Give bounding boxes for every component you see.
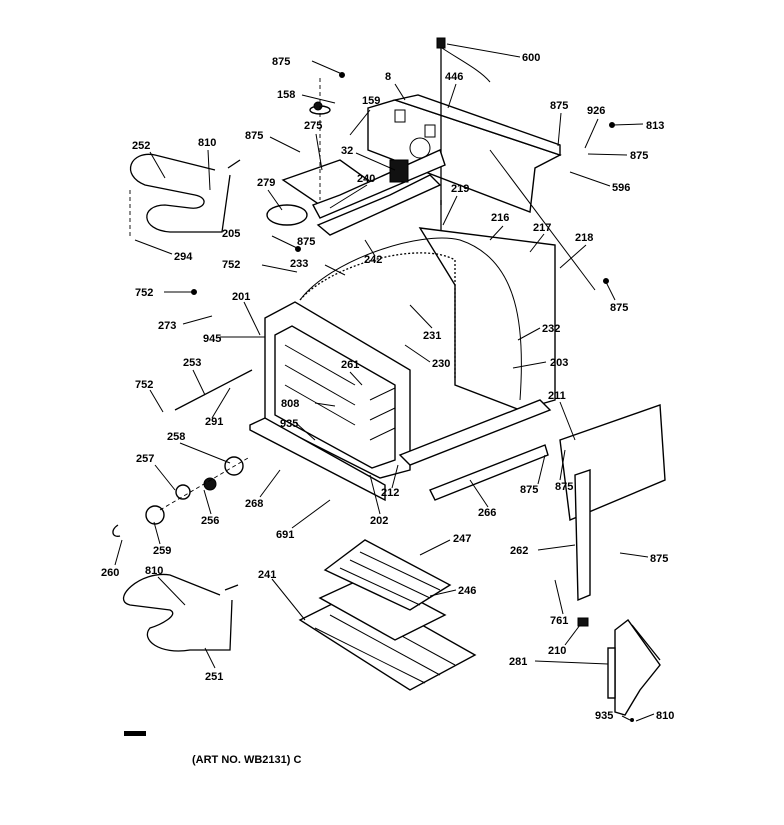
callout-label: 216 bbox=[491, 212, 509, 224]
callout-label: 875 bbox=[630, 150, 648, 162]
callout-label: 159 bbox=[362, 95, 380, 107]
callout-label: 219 bbox=[451, 183, 469, 195]
callout-label: 813 bbox=[646, 120, 664, 132]
broil-element bbox=[129, 153, 241, 238]
callout-label: 875 bbox=[520, 484, 538, 496]
callout-label: 875 bbox=[650, 553, 668, 565]
callout-label: 202 bbox=[370, 515, 388, 527]
callout-label: 875 bbox=[245, 130, 263, 142]
callout-label: 600 bbox=[522, 52, 540, 64]
callout-label: 230 bbox=[432, 358, 450, 370]
callout-label: 875 bbox=[297, 236, 315, 248]
callout-label: 752 bbox=[135, 379, 153, 391]
callout-label: 257 bbox=[136, 453, 154, 465]
callout-label: 201 bbox=[232, 291, 250, 303]
callout-label: 259 bbox=[153, 545, 171, 557]
callout-label: 32 bbox=[341, 145, 353, 157]
callout-label: 231 bbox=[423, 330, 441, 342]
callout-label: 291 bbox=[205, 416, 223, 428]
callout-label: 945 bbox=[203, 333, 221, 345]
callout-label: 205 bbox=[222, 228, 240, 240]
callout-label: 256 bbox=[201, 515, 219, 527]
callout-label: 810 bbox=[656, 710, 674, 722]
callout-label: 252 bbox=[132, 140, 150, 152]
callout-label: 935 bbox=[280, 418, 298, 430]
callout-label: 260 bbox=[101, 567, 119, 579]
callout-label: 294 bbox=[174, 251, 193, 263]
callout-label: 233 bbox=[290, 258, 308, 270]
callout-label: 258 bbox=[167, 431, 185, 443]
callout-label: 279 bbox=[257, 177, 275, 189]
callout-label: 261 bbox=[341, 359, 359, 371]
callout-label: 752 bbox=[222, 259, 240, 271]
callout-label: 158 bbox=[277, 89, 295, 101]
callout-label: 266 bbox=[478, 507, 496, 519]
side-panels bbox=[429, 149, 666, 602]
callout-label: 212 bbox=[381, 487, 399, 499]
callout-label: 210 bbox=[548, 645, 566, 657]
callout-label: 211 bbox=[548, 390, 566, 402]
callout-labels: 875 600 8 446 158 159 875 926 813 875 27… bbox=[101, 52, 674, 766]
callout-label: 761 bbox=[550, 615, 568, 627]
callout-label: 810 bbox=[198, 137, 216, 149]
callout-label: 232 bbox=[542, 323, 560, 335]
callout-label: 596 bbox=[612, 182, 630, 194]
callout-label: 875 bbox=[610, 302, 628, 314]
callout-label: 241 bbox=[258, 569, 276, 581]
broiler-pan-and-rack bbox=[298, 539, 477, 691]
callout-label: 273 bbox=[158, 320, 176, 332]
callout-label: 203 bbox=[550, 357, 568, 369]
callout-label: 251 bbox=[205, 671, 223, 683]
bake-element bbox=[122, 573, 239, 652]
callout-label: 926 bbox=[587, 105, 605, 117]
callout-label: 8 bbox=[385, 71, 391, 83]
callout-label: 253 bbox=[183, 357, 201, 369]
callout-label: 242 bbox=[364, 254, 382, 266]
callout-label: 262 bbox=[510, 545, 528, 557]
callout-label: 246 bbox=[458, 585, 476, 597]
callout-label: 875 bbox=[555, 481, 573, 493]
callout-label: 218 bbox=[575, 232, 593, 244]
callout-label: 268 bbox=[245, 498, 263, 510]
control-panel-back bbox=[367, 94, 562, 213]
callout-label: 275 bbox=[304, 120, 322, 132]
callout-label: 808 bbox=[281, 398, 299, 410]
lamp-assembly bbox=[112, 369, 253, 537]
callout-label: 240 bbox=[357, 173, 375, 185]
callout-label: 752 bbox=[135, 287, 153, 299]
art-number-caption: (ART NO. WB2131) C bbox=[192, 754, 301, 766]
callout-label: 217 bbox=[533, 222, 551, 234]
callout-label: 935 bbox=[595, 710, 613, 722]
callout-label: 810 bbox=[145, 565, 163, 577]
hinge-assembly bbox=[577, 617, 661, 722]
oven-cavity bbox=[249, 227, 556, 502]
callout-label: 691 bbox=[276, 529, 294, 541]
callout-label: 247 bbox=[453, 533, 471, 545]
small-code-mark bbox=[124, 731, 146, 736]
callout-label: 446 bbox=[445, 71, 463, 83]
leader-lines bbox=[114, 43, 655, 722]
callout-label: 875 bbox=[272, 56, 290, 68]
callout-label: 281 bbox=[509, 656, 527, 668]
callout-label: 875 bbox=[550, 100, 568, 112]
